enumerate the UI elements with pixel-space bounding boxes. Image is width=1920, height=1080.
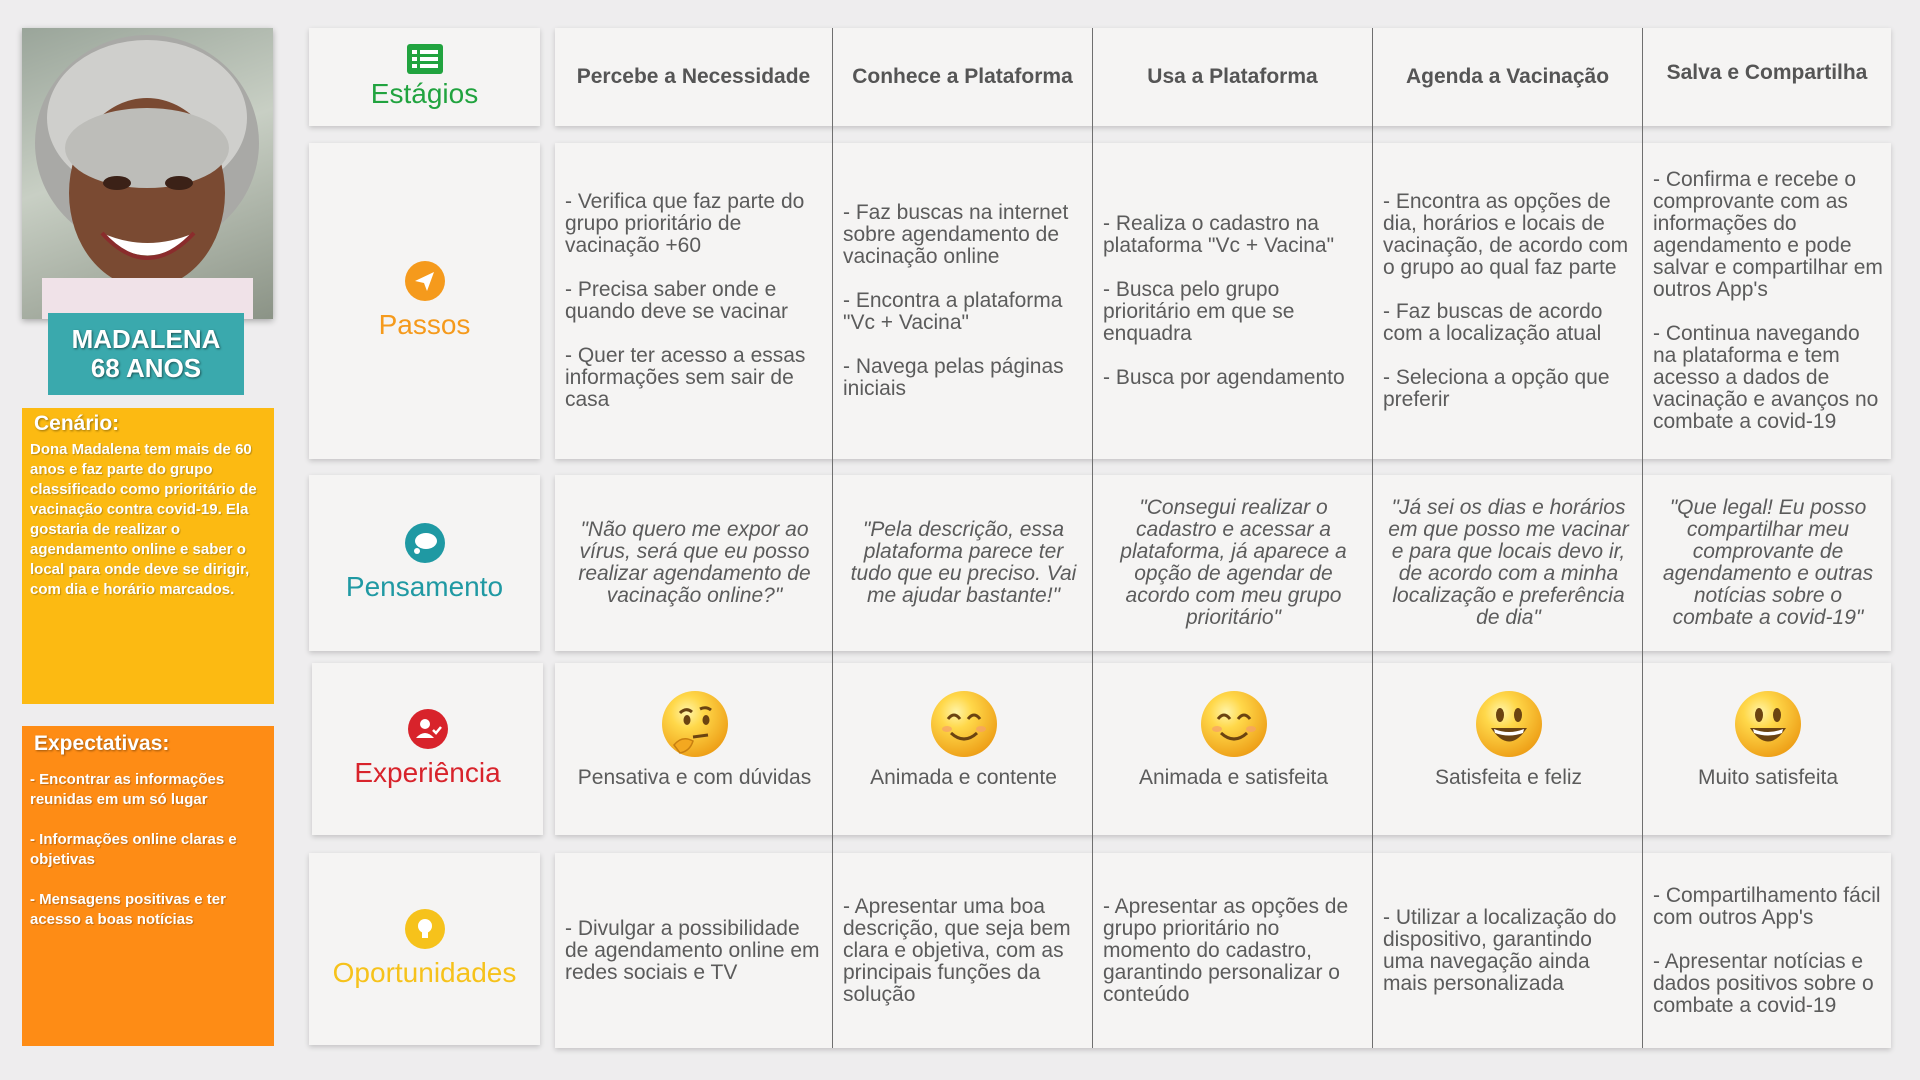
passos-cell-5: - Confirma e recebe o comprovante com as… [1643,143,1891,459]
user-check-icon [407,709,448,749]
stage-header-4: Agenda a Vacinação [1405,65,1610,88]
passos-item: - Encontra a plataforma "Vc + Vacina" [843,289,1063,334]
row-title-passos: Passos [378,309,471,340]
stage-header-5: Salva e Compartilha [1666,61,1868,84]
experiencia-label: Satisfeita e feliz [1434,766,1583,789]
scenario-box: Cenário: Dona Madalena tem mais de 60 an… [22,408,274,704]
persona-name-box: MADALENA 68 ANOS [48,313,244,395]
passos-row-card [555,143,1891,459]
pensamento-cell-4: "Já sei os dias e horários em que posso … [1373,475,1642,651]
pensamento-quote: "Que legal! Eu posso compartilhar meu co… [1662,496,1874,629]
pensamento-cell-5: "Que legal! Eu posso compartilhar meu co… [1643,475,1891,651]
oportunidades-row-card [555,853,1891,1048]
row-label-passos: Passos [309,143,540,459]
passos-cell-2: - Faz buscas na internet sobre agendamen… [833,143,1092,459]
oportunidade-item: - Utilizar a localização do dispositivo,… [1383,905,1617,995]
persona-age: 68 ANOS [90,353,202,383]
pensamento-quote: "Já sei os dias e horários em que posso … [1388,496,1629,629]
experiencia-cell-5: Muito satisfeita [1643,663,1891,835]
expectations-title: Expectativas: [34,732,170,755]
experiencia-label: Animada e satisfeita [1138,766,1329,789]
passos-item: - Encontra as opções de dia, horários e … [1383,190,1629,279]
passos-item: - Continua navegando na plataforma e tem… [1653,322,1879,433]
passos-item: - Faz buscas de acordo com a localização… [1383,300,1603,345]
experiencia-cell-2: Animada e contente [833,663,1092,835]
stage-header-3: Usa a Plataforma [1147,65,1318,88]
expectation-item: - Mensagens positivas e ter acesso a boa… [30,891,226,928]
column-divider [1372,28,1373,1048]
stage-header-1: Percebe a Necessidade [576,65,811,88]
passos-item: - Realiza o cadastro na plataforma "Vc +… [1103,212,1335,257]
stages-row-card [555,28,1891,126]
row-label-estagios: Estágios [309,28,540,126]
column-divider [1092,28,1093,1048]
persona-name: MADALENA [71,324,221,354]
oportunidade-item: - Apresentar uma boa descrição, que seja… [843,894,1071,1006]
persona-portrait-image [35,35,259,319]
experiencia-label: Animada e contente [870,766,1057,789]
oportunidade-item: - Compartilhamento fácil com outros App'… [1653,883,1881,929]
passos-item: - Faz buscas na internet sobre agendamen… [843,201,1069,268]
experiencia-label: Muito satisfeita [1697,766,1839,789]
experiencia-cell-1: Pensativa e com dúvidas [555,663,832,835]
expectations-box: Expectativas: - Encontrar as informações… [22,726,274,1046]
passos-item: - Confirma e recebe o comprovante com as… [1653,168,1883,301]
passos-item: - Busca pelo grupo prioritário em que se… [1103,278,1295,345]
pensamento-cell-3: "Consegui realizar o cadastro e acessar … [1093,475,1372,651]
pensamento-cell-2: "Pela descrição, essa plataforma parece … [833,475,1092,651]
passos-item: - Seleciona a opção que preferir [1383,366,1610,411]
experiencia-cell-3: Animada e satisfeita [1093,663,1372,835]
passos-cell-3: - Realiza o cadastro na plataforma "Vc +… [1093,143,1372,459]
passos-item: - Quer ter acesso a essas informações se… [565,344,806,411]
oportunidade-item: - Divulgar a possibilidade de agendament… [565,916,820,984]
oportunidade-item: - Apresentar notícias e dados positivos … [1653,949,1874,1017]
thought-bubble-icon [404,523,445,563]
lightbulb-icon [404,909,445,949]
passos-cell-1: - Verifica que faz parte do grupo priori… [555,143,832,459]
send-icon [404,261,445,301]
row-label-oportunidades: Oportunidades [309,853,540,1045]
column-divider [832,28,833,1048]
expectation-item: - Informações online claras e objetivas [30,831,237,868]
smiling-face-icon [930,691,997,757]
row-title-experiencia: Experiência [354,757,501,788]
pensamento-quote: "Não quero me expor ao vírus, será que e… [578,518,811,607]
oportunidade-item: - Apresentar as opções de grupo prioritá… [1103,894,1349,1006]
grinning-face-icon [1735,691,1801,757]
row-title-oportunidades: Oportunidades [332,957,517,988]
passos-item: - Precisa saber onde e quando deve se va… [565,278,788,323]
row-label-experiencia: Experiência [312,663,543,835]
row-label-pensamento: Pensamento [309,475,540,651]
oportunidades-cell-3: - Apresentar as opções de grupo prioritá… [1093,853,1372,1048]
expectation-item: - Encontrar as informações reunidas em u… [30,771,225,808]
scenario-text: Dona Madalena tem mais de 60 anos e faz … [30,441,257,598]
grinning-face-icon [1475,691,1542,757]
expectations-list: - Encontrar as informações reunidas em u… [22,756,274,930]
persona-photo [22,28,273,319]
experiencia-cell-4: Satisfeita e feliz [1373,663,1642,835]
smiling-face-icon [1200,691,1267,757]
thinking-face-icon [661,691,728,757]
oportunidades-cell-5: - Compartilhamento fácil com outros App'… [1643,853,1891,1048]
experiencia-label: Pensativa e com dúvidas [577,766,812,789]
pensamento-cell-1: "Não quero me expor ao vírus, será que e… [555,475,832,651]
row-title-estagios: Estágios [370,78,479,109]
stage-header-2: Conhece a Plataforma [852,65,1073,88]
oportunidades-cell-2: - Apresentar uma boa descrição, que seja… [833,853,1092,1048]
column-divider [1642,28,1643,1048]
passos-item: - Verifica que faz parte do grupo priori… [565,190,805,257]
list-icon [406,44,443,74]
pensamento-row-card [555,475,1891,651]
oportunidades-cell-1: - Divulgar a possibilidade de agendament… [555,853,832,1048]
row-title-pensamento: Pensamento [345,571,504,602]
passos-item: - Navega pelas páginas iniciais [843,355,1064,400]
passos-cell-4: - Encontra as opções de dia, horários e … [1373,143,1642,459]
scenario-title: Cenário: [34,412,120,435]
oportunidades-cell-4: - Utilizar a localização do dispositivo,… [1373,853,1642,1048]
passos-item: - Busca por agendamento [1103,366,1345,389]
pensamento-quote: "Consegui realizar o cadastro e acessar … [1120,496,1347,629]
pensamento-quote: "Pela descrição, essa plataforma parece … [850,518,1077,607]
